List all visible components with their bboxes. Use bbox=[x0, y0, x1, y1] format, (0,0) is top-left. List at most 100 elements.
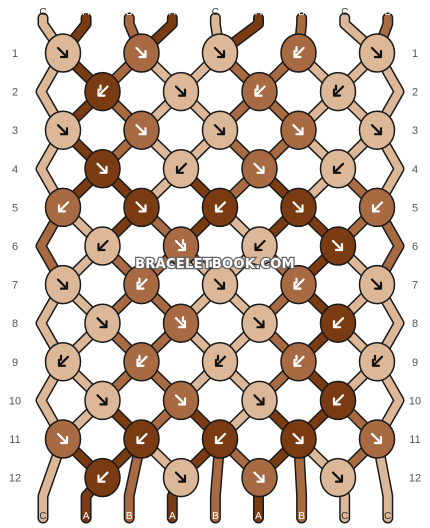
row-label-left: 6 bbox=[12, 241, 18, 253]
knot bbox=[201, 187, 239, 228]
knot bbox=[201, 419, 239, 459]
knot bbox=[162, 303, 200, 343]
row-label-left: 11 bbox=[9, 434, 20, 446]
row-label-left: 9 bbox=[12, 357, 18, 369]
knot-direction-arrow-icon bbox=[332, 85, 345, 97]
knot-direction-arrow-icon bbox=[97, 239, 109, 252]
knot-direction-arrow-icon bbox=[213, 124, 226, 136]
knot-direction-arrow-icon bbox=[332, 162, 345, 174]
knot-direction-arrow-icon bbox=[293, 278, 305, 290]
top-string-letter: B bbox=[298, 7, 305, 18]
knot-direction-arrow-icon bbox=[253, 317, 265, 329]
knot-direction-arrow-icon bbox=[174, 394, 187, 406]
knot bbox=[84, 303, 121, 343]
site-watermark: BRACELETBOOK.COM bbox=[135, 257, 295, 272]
knot-grid bbox=[44, 33, 396, 498]
knot bbox=[280, 187, 317, 228]
knot-direction-arrow-icon bbox=[136, 432, 148, 445]
row-label-right: 11 bbox=[409, 434, 420, 446]
row-label-left: 8 bbox=[12, 318, 18, 330]
knot-direction-arrow-icon bbox=[57, 355, 70, 367]
knot-direction-arrow-icon bbox=[136, 355, 148, 367]
knot-direction-arrow-icon bbox=[332, 317, 345, 329]
knot-direction-arrow-icon bbox=[292, 201, 304, 213]
top-string-letter: C bbox=[39, 7, 46, 18]
knot bbox=[84, 71, 121, 112]
knot-direction-arrow-icon bbox=[214, 201, 227, 213]
knot-direction-arrow-icon bbox=[135, 124, 147, 136]
knot-direction-arrow-icon bbox=[293, 46, 305, 59]
knot bbox=[280, 110, 317, 150]
knot bbox=[358, 110, 396, 150]
knot bbox=[319, 380, 357, 421]
knot-direction-arrow-icon bbox=[213, 278, 226, 290]
row-label-right: 2 bbox=[412, 87, 418, 99]
knot-direction-arrow-icon bbox=[370, 46, 383, 59]
knot bbox=[123, 33, 160, 73]
knot-direction-arrow-icon bbox=[57, 201, 70, 213]
knot-direction-arrow-icon bbox=[56, 46, 69, 59]
row-label-left: 12 bbox=[9, 473, 21, 485]
knot-direction-arrow-icon bbox=[370, 124, 383, 136]
knot bbox=[280, 342, 317, 382]
knot bbox=[201, 33, 239, 73]
knot bbox=[44, 33, 82, 73]
knot-direction-arrow-icon bbox=[135, 46, 147, 59]
bottom-string-1 bbox=[39, 435, 67, 522]
knot bbox=[84, 457, 121, 498]
knot bbox=[319, 303, 357, 343]
knot bbox=[280, 264, 317, 305]
knot bbox=[162, 457, 200, 498]
row-label-left: 5 bbox=[12, 202, 18, 214]
knot-direction-arrow-icon bbox=[254, 85, 266, 97]
knot bbox=[162, 380, 200, 421]
knot bbox=[123, 110, 160, 150]
bottom-string-letter: A bbox=[255, 511, 262, 522]
knot-direction-arrow-icon bbox=[213, 46, 226, 59]
knot bbox=[162, 149, 200, 189]
knot bbox=[241, 149, 278, 189]
bottom-string-letter: B bbox=[212, 511, 219, 522]
knot bbox=[241, 226, 278, 266]
knot bbox=[358, 33, 396, 73]
knot bbox=[241, 380, 278, 421]
knot bbox=[319, 226, 357, 266]
knot-direction-arrow-icon bbox=[370, 432, 383, 445]
knot-direction-arrow-icon bbox=[371, 355, 384, 367]
top-string-letter: A bbox=[169, 7, 176, 18]
knot bbox=[162, 71, 200, 112]
row-label-left: 2 bbox=[12, 87, 18, 99]
knot bbox=[44, 419, 82, 459]
knot bbox=[44, 187, 82, 228]
row-label-right: 7 bbox=[412, 280, 418, 292]
knot bbox=[358, 419, 396, 459]
knot-direction-arrow-icon bbox=[292, 432, 304, 445]
knot-direction-arrow-icon bbox=[253, 162, 265, 174]
knot bbox=[241, 71, 278, 112]
knot bbox=[358, 264, 396, 305]
knot-direction-arrow-icon bbox=[135, 201, 147, 213]
knot bbox=[319, 71, 357, 112]
knot bbox=[84, 149, 121, 189]
knot-direction-arrow-icon bbox=[174, 471, 187, 483]
bottom-string-letter: A bbox=[83, 511, 90, 522]
top-string-letter: B bbox=[126, 7, 133, 18]
knot-direction-arrow-icon bbox=[56, 124, 69, 136]
knot bbox=[280, 33, 317, 73]
knot-direction-arrow-icon bbox=[97, 471, 109, 483]
knot-direction-arrow-icon bbox=[136, 278, 148, 290]
row-label-right: 5 bbox=[412, 202, 418, 214]
knot bbox=[84, 380, 121, 421]
knot-direction-arrow-icon bbox=[96, 394, 108, 406]
knot-direction-arrow-icon bbox=[96, 162, 108, 174]
knot bbox=[44, 264, 82, 305]
row-label-left: 7 bbox=[12, 280, 18, 292]
row-label-right: 10 bbox=[409, 395, 421, 407]
row-label-right: 3 bbox=[412, 125, 418, 137]
top-string-letter: A bbox=[255, 7, 262, 18]
knot bbox=[201, 342, 239, 382]
bottom-string-letter: A bbox=[169, 511, 176, 522]
